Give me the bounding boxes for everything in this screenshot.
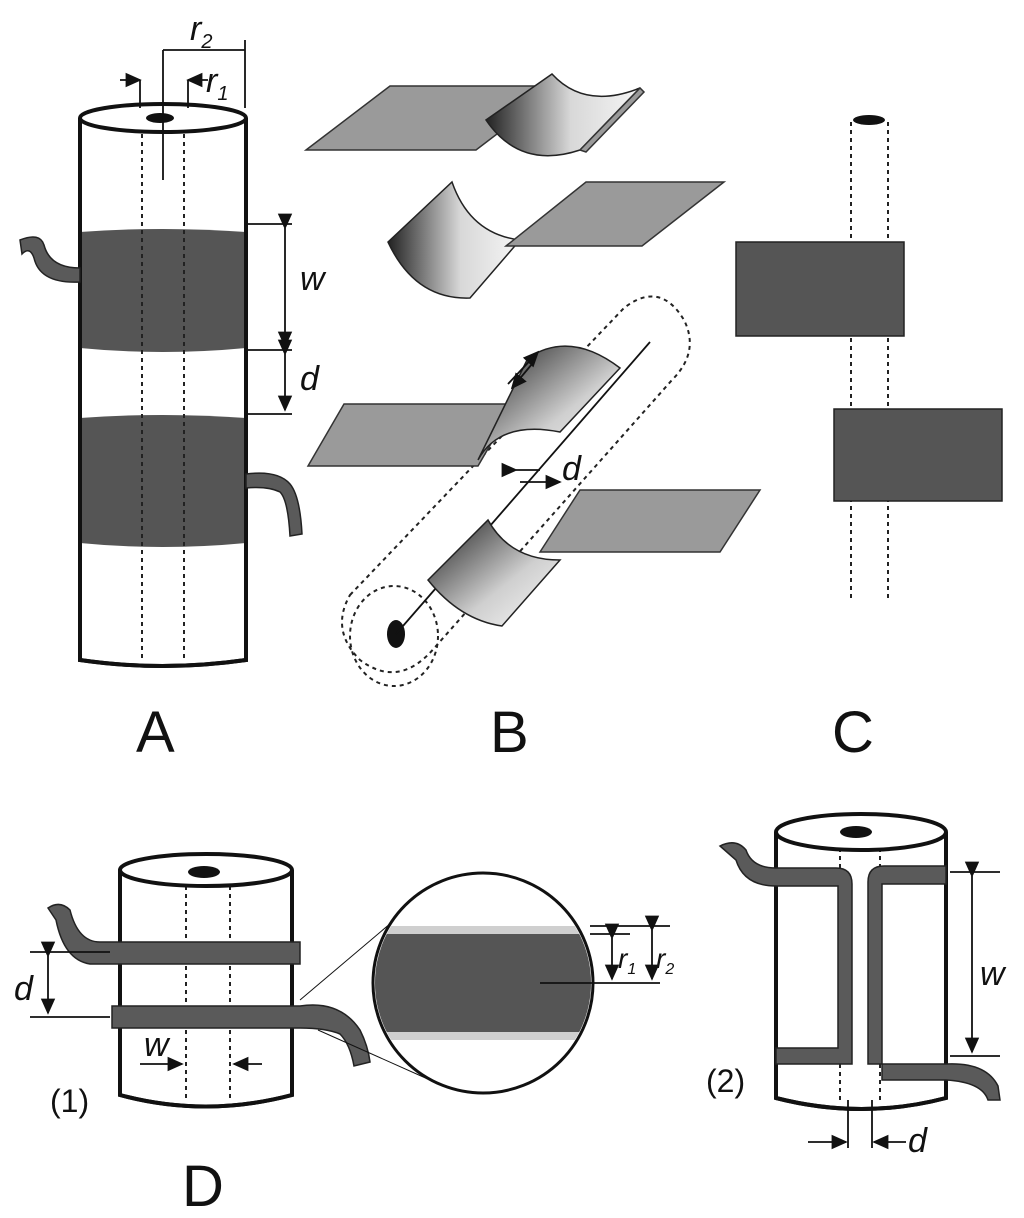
r1-label-a: r1 xyxy=(206,62,228,105)
r2-label-a: r2 xyxy=(190,10,212,53)
d-label-b: d xyxy=(562,450,582,488)
panel-a: r2 r1 w d A xyxy=(19,10,327,765)
w-label-a: w xyxy=(300,260,327,298)
strip-electrode-left xyxy=(718,842,853,1065)
panel-c: C xyxy=(735,115,1003,765)
electrode-band-1 xyxy=(80,229,246,352)
sub-label-1: (1) xyxy=(50,1083,89,1119)
panel-b: d B xyxy=(303,73,762,765)
r2-label-zoom: r2 xyxy=(656,943,674,978)
cylinder-a-body xyxy=(78,118,248,668)
d-label-d2: d xyxy=(908,1122,928,1160)
lead-wire-top xyxy=(19,236,81,283)
panel-d-label: D xyxy=(182,1154,224,1218)
electrode-tab-b1 xyxy=(578,86,646,153)
electrode-band-2 xyxy=(80,415,246,547)
electrode-envelope xyxy=(341,295,691,674)
ring-electrode-2 xyxy=(111,1004,371,1067)
plate-b1-right xyxy=(503,181,727,247)
plate-b2-left xyxy=(306,403,516,467)
panel-d-1: d w (1) r1 r2 D xyxy=(14,852,674,1218)
channel-top-c xyxy=(853,115,885,125)
panel-b-label: B xyxy=(490,700,529,765)
d-label-d1: d xyxy=(14,970,34,1008)
channel-opening xyxy=(146,113,174,123)
panel-d-2: w d (2) xyxy=(706,812,1007,1160)
panel-c-label: C xyxy=(832,700,874,765)
half-cylinder-b2-upper xyxy=(477,345,622,461)
half-cylinder-b1-lower xyxy=(387,180,522,299)
half-cylinder-b2-lower xyxy=(426,518,562,627)
ring-electrode-1 xyxy=(46,903,301,965)
electrode-block-c2 xyxy=(833,408,1003,502)
lead-wire-bottom xyxy=(245,472,303,537)
r1-label-zoom: r1 xyxy=(618,943,636,978)
d-label-a: d xyxy=(300,360,320,398)
w-label-d2: w xyxy=(980,955,1007,993)
electrode-block-c1 xyxy=(735,241,905,337)
sub-label-2: (2) xyxy=(706,1063,745,1099)
plate-b2-right xyxy=(538,489,762,553)
w-label-d1: w xyxy=(144,1026,171,1064)
cylinder-d1-body xyxy=(118,870,294,1109)
panel-a-label: A xyxy=(136,700,175,765)
strip-electrode-right xyxy=(867,865,1001,1101)
envelope-end xyxy=(349,585,439,687)
